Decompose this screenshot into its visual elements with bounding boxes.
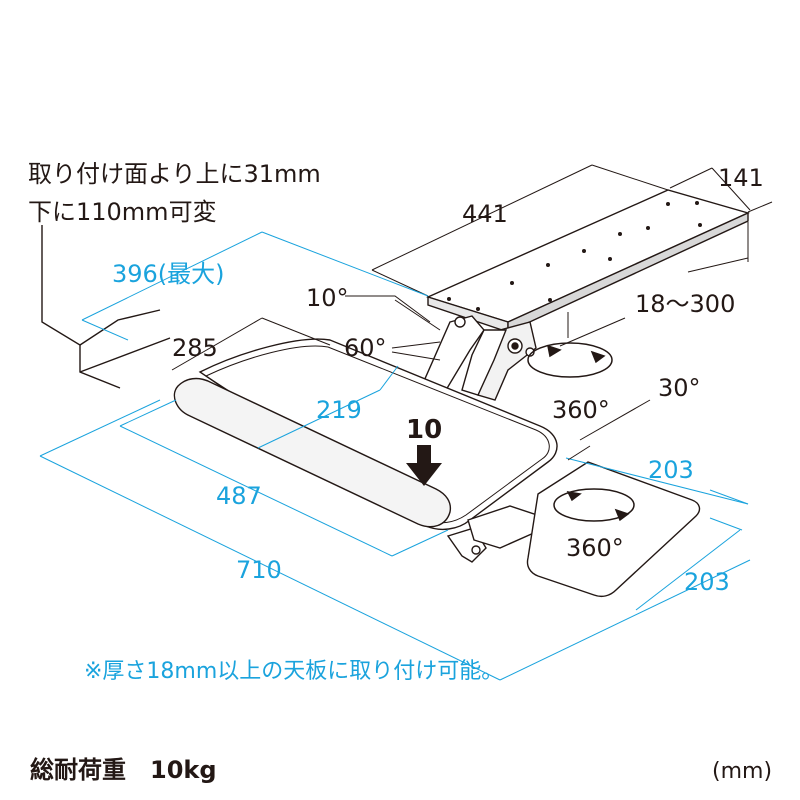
max-depth-label: 396(最大) — [112, 260, 225, 288]
arm-rotation-label: 360° — [552, 396, 610, 424]
tray-length-label: 441 — [462, 200, 508, 228]
arm-rotation-arrow — [527, 342, 613, 378]
desk-edge — [41, 225, 171, 389]
rail-holes — [447, 201, 702, 311]
rail-dimension-lines — [371, 164, 773, 347]
total-load-label: 総耐荷重 10kg — [30, 756, 217, 784]
keyboard-depth-label: 219 — [316, 396, 362, 424]
angle-up-label: 10° — [306, 284, 349, 312]
footnote: ※厚さ18mm以上の天板に取り付け可能。 — [84, 659, 503, 684]
mouse-depth-label: 203 — [648, 456, 694, 484]
mouse-tilt-label: 30° — [658, 374, 701, 402]
tray-width-label: 141 — [718, 164, 764, 192]
angle-down-label: 60° — [344, 334, 387, 362]
black-dimension-lines — [171, 317, 651, 461]
top-rail — [426, 189, 751, 334]
unit-label: (mm) — [712, 759, 772, 784]
height-range-label: 18～300 — [635, 290, 735, 318]
arm-length-label: 285 — [172, 334, 218, 362]
keyboard-tray — [173, 338, 558, 563]
mount-note-line1: 取り付け面より上に31mm — [28, 160, 321, 188]
mouse-rotation-label: 360° — [566, 534, 624, 562]
load-value-label: 10 — [406, 415, 442, 445]
mouse-width-label: 203 — [684, 568, 730, 596]
mouse-rotation-arrow — [553, 488, 635, 522]
keyboard-width-label: 487 — [216, 482, 262, 510]
overall-width-label: 710 — [236, 556, 282, 584]
blue-dimension-lines — [39, 231, 751, 681]
load-arrow — [406, 445, 442, 486]
mount-note-line2: 下に110mm可変 — [28, 198, 217, 226]
angle-lines — [345, 295, 441, 361]
